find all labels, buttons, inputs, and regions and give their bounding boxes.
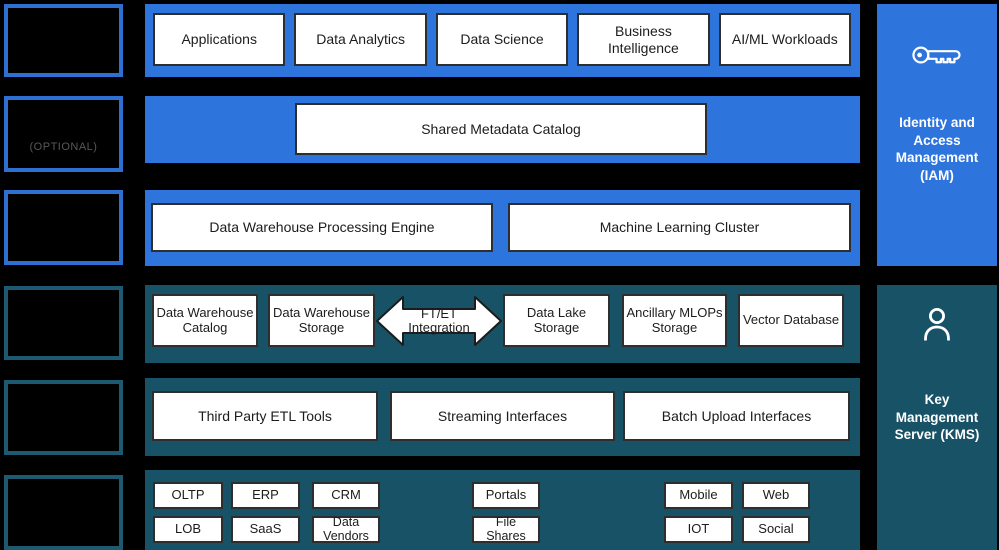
lob-box: LOB [153,516,223,543]
aiml-workloads-box: AI/ML Workloads [718,13,852,66]
sources-layer-band: OLTP ERP CRM Portals Mobile Web LOB SaaS… [145,470,860,550]
consumption-layer-band: Applications Data Analytics Data Science… [145,4,860,77]
streaming-interfaces-box: Streaming Interfaces [390,391,615,441]
business-intelligence-box: Business Intelligence [577,13,710,66]
warehouse-catalog-box: Data Warehouse Catalog [152,294,258,347]
mlops-storage-box: Ancillary MLOPs Storage [622,294,727,347]
key-icon [912,46,961,64]
portals-box: Portals [472,482,540,509]
applications-box: Applications [153,13,286,66]
kms-label: Key Management Server (KMS) [894,392,980,443]
saas-box: SaaS [231,516,300,543]
left-rail-box-6 [4,475,123,550]
left-rail-box-1 [4,4,123,77]
iot-box: IOT [664,516,733,543]
left-rail-box-4 [4,286,123,360]
iam-panel: Identity and Access Management (IAM) [877,4,997,266]
optional-label: (OPTIONAL) [29,141,98,153]
web-box: Web [742,482,810,509]
ftet-integration-arrow: FT/ET Integration [375,295,503,347]
etl-tools-box: Third Party ETL Tools [152,391,378,441]
left-rail-box-optional: (OPTIONAL) [4,96,123,172]
person-icon [924,308,950,341]
left-rail-box-5 [4,380,123,455]
storage-layer-band: Data Warehouse Catalog Data Warehouse St… [145,285,860,363]
vector-database-box: Vector Database [738,294,844,347]
data-science-box: Data Science [435,13,569,66]
consumption-boxes: Applications Data Analytics Data Science… [153,13,852,66]
ftet-integration-label: FT/ET Integration [408,305,470,335]
shared-metadata-catalog-box: Shared Metadata Catalog [295,103,707,155]
warehouse-engine-box: Data Warehouse Processing Engine [151,203,493,252]
batch-upload-box: Batch Upload Interfaces [623,391,850,441]
oltp-box: OLTP [153,482,223,509]
social-box: Social [742,516,810,543]
data-vendors-box: Data Vendors [312,516,380,543]
file-shares-box: File Shares [472,516,540,543]
mobile-box: Mobile [664,482,733,509]
data-analytics-box: Data Analytics [294,13,427,66]
left-rail-box-3 [4,190,123,265]
kms-panel: Key Management Server (KMS) [877,285,997,550]
processing-layer-band: Data Warehouse Processing Engine Machine… [145,190,860,266]
crm-box: CRM [312,482,380,509]
erp-box: ERP [231,482,300,509]
ml-cluster-box: Machine Learning Cluster [508,203,851,252]
warehouse-storage-box: Data Warehouse Storage [268,294,375,347]
iam-label: Identity and Access Management (IAM) [895,115,979,183]
double-arrow-icon [376,296,502,346]
lake-storage-box: Data Lake Storage [503,294,610,347]
ingestion-layer-band: Third Party ETL Tools Streaming Interfac… [145,378,860,456]
metadata-layer-band: Shared Metadata Catalog [145,96,860,163]
